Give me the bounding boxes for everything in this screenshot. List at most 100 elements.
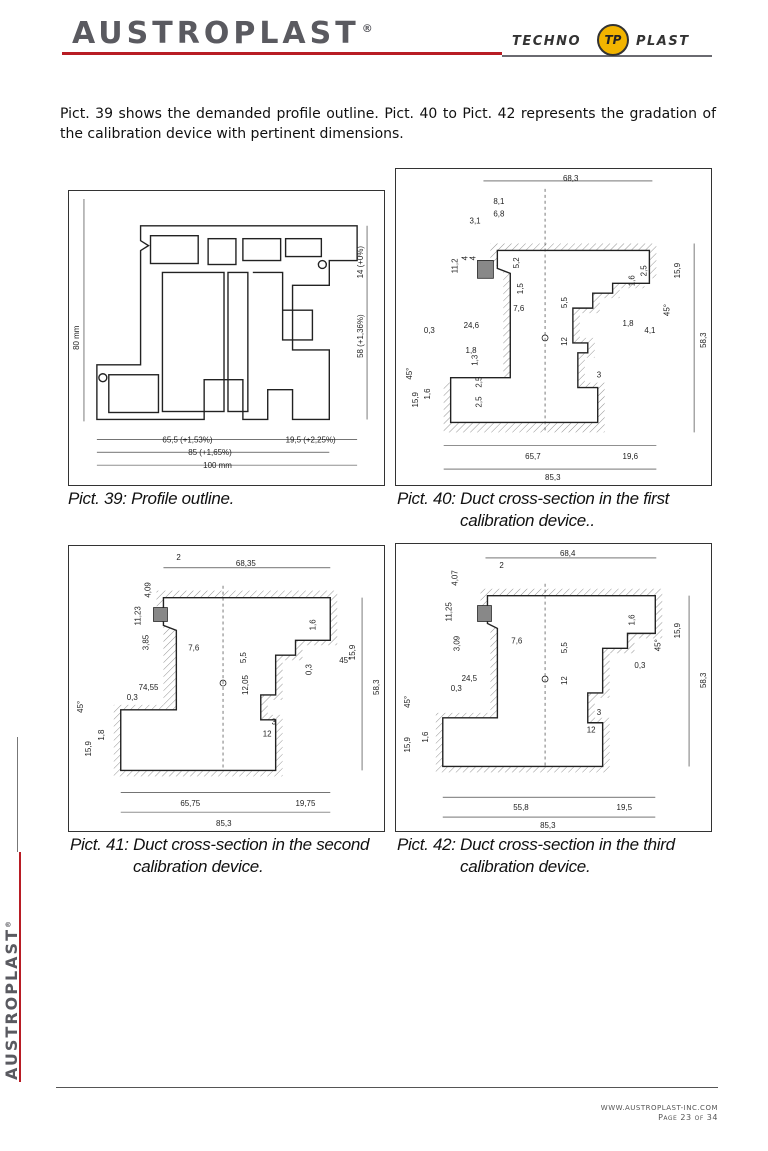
dim-label: 4	[468, 255, 477, 260]
dim-label: 19,5	[617, 803, 633, 812]
caption-line-2: calibration device..	[460, 511, 595, 530]
footer-divider	[56, 1087, 718, 1088]
footer-website: WWW.AUSTROPLAST-INC.COM	[600, 1104, 718, 1112]
dim-label: 1,8	[466, 346, 478, 355]
technoplast-logo-right: PLAST	[636, 34, 690, 49]
caption-figure-39: Pict. 39: Profile outline.	[68, 489, 235, 508]
dim-label: 45°	[403, 696, 412, 708]
dim-label: 85 (+1,65%)	[188, 448, 232, 457]
dim-label: 6,8	[493, 210, 505, 219]
dim-label: 45°	[653, 639, 662, 651]
dim-label: 12	[560, 336, 569, 345]
dim-label: 7,6	[513, 304, 525, 313]
dim-label: 5,2	[512, 257, 521, 269]
dim-label: 2,5	[639, 265, 648, 277]
dim-label: 1,6	[421, 731, 430, 743]
dim-label: 2	[176, 553, 181, 562]
dim-label: 58,3	[699, 672, 708, 688]
tp-badge-icon: TP	[597, 24, 629, 56]
dim-label: 3,1	[470, 217, 482, 226]
dim-label: 85,3	[540, 821, 556, 830]
caption-figure-41: Pict. 41: Duct cross-section in the seco…	[70, 834, 370, 878]
dim-label: 65,5 (+1,53%)	[162, 435, 212, 444]
dim-label: 5,5	[239, 652, 248, 664]
dim-label: 1,3	[470, 354, 479, 366]
dim-label: 24,5	[462, 674, 478, 683]
dim-label: 3,85	[142, 634, 151, 650]
dim-label: 2,5	[474, 396, 483, 408]
dim-label: 0,3	[634, 661, 646, 670]
profile-outline-drawing: 80 mm 14 (+0%) 58 (+1,36%) 65,5 (+1,53%)…	[72, 198, 368, 470]
dim-label: 100 mm	[203, 461, 232, 470]
dim-label: 4,09	[144, 582, 153, 598]
dim-label: 45°	[339, 656, 351, 665]
dim-label: 8,1	[493, 197, 505, 206]
dim-label: 15,9	[673, 262, 682, 278]
dim-label: 11,2	[451, 258, 460, 273]
dim-label: 1,5	[516, 283, 525, 295]
dim-label: 74,55	[139, 683, 159, 692]
caption-figure-42: Pict. 42: Duct cross-section in the thir…	[397, 834, 675, 878]
dim-label: 0,3	[304, 663, 313, 675]
dim-label: 11,23	[134, 606, 143, 626]
dim-label: 24,6	[464, 321, 480, 330]
side-austroplast-logo: AUSTROPLAST®	[2, 921, 21, 1080]
side-divider-gray	[17, 737, 18, 852]
dim-label: 15,9	[673, 622, 682, 638]
dim-label: 3	[597, 708, 602, 717]
dim-label: 4,1	[644, 326, 656, 335]
dim-label: 1,6	[308, 619, 317, 631]
first-calibration-drawing: 68,3 8,1 6,8 3,1 11,2 4 4 5,2 1,5 7,6 24…	[405, 174, 708, 482]
dim-label: 80 mm	[72, 325, 81, 350]
caption-figure-40: Pict. 40: Duct cross-section in the firs…	[397, 488, 669, 532]
logo-text: AUSTROPLAST	[72, 16, 360, 51]
caption-line-1: Pict. 41: Duct cross-section in the seco…	[70, 835, 370, 854]
side-logo-text: AUSTROPLAST	[2, 928, 21, 1080]
dim-label: 12,05	[241, 675, 250, 695]
dim-label: 4	[461, 255, 470, 260]
caption-line-2: calibration device.	[133, 857, 264, 876]
dim-label: 65,7	[525, 452, 541, 461]
dim-label: 45°	[662, 304, 671, 316]
dim-label: 58,3	[372, 679, 381, 695]
registered-mark: ®	[361, 22, 373, 35]
dim-label: 58,3	[699, 332, 708, 348]
austroplast-logo: AUSTROPLAST®	[72, 16, 373, 51]
dim-label: 0,3	[127, 693, 139, 702]
intro-paragraph: Pict. 39 shows the demanded profile outl…	[60, 106, 716, 142]
dim-label: 12	[263, 730, 272, 739]
dim-label: 19,75	[296, 799, 316, 808]
dim-label: 3	[597, 371, 602, 380]
dim-label: 55,8	[513, 803, 529, 812]
dim-label: 85,3	[216, 819, 232, 828]
dim-label: 68,4	[560, 549, 576, 558]
technoplast-logo-left: TECHNO	[512, 34, 582, 49]
dim-label: 0,3	[451, 684, 463, 693]
dim-label: 11,25	[445, 602, 454, 622]
dim-label: 45°	[405, 368, 414, 380]
dim-label: 5,5	[560, 642, 569, 654]
caption-line-2: calibration device.	[460, 857, 591, 876]
dim-label: 3	[272, 718, 277, 727]
dim-label: 1,6	[627, 275, 636, 287]
dim-label: 2	[499, 561, 504, 570]
dim-label: 85,3	[545, 473, 561, 482]
dim-label: 12	[587, 726, 596, 735]
second-calibration-drawing: 68,35 2 4,09 11,23 3,85 7,6 74,55 0,3 45…	[76, 553, 381, 828]
dim-label: 12	[560, 676, 569, 685]
page-header: AUSTROPLAST® TECHNO TP PLAST	[0, 0, 768, 70]
dim-label: 58 (+1,36%)	[356, 314, 365, 358]
dim-label: 7,6	[511, 636, 523, 645]
figure-39-profile-outline: 80 mm 14 (+0%) 58 (+1,36%) 65,5 (+1,53%)…	[68, 190, 385, 486]
dim-label: 1,8	[97, 729, 106, 741]
figure-40-first-calibration: 68,3 8,1 6,8 3,1 11,2 4 4 5,2 1,5 7,6 24…	[395, 168, 712, 486]
caption-line-1: Pict. 40: Duct cross-section in the firs…	[397, 489, 670, 508]
dim-label: 68,35	[236, 559, 256, 568]
dim-label: 2,5	[474, 376, 483, 388]
footer-page-number: Page 23 of 34	[658, 1113, 718, 1122]
header-divider-gray	[502, 55, 712, 57]
figure-41-second-calibration: 68,35 2 4,09 11,23 3,85 7,6 74,55 0,3 45…	[68, 545, 385, 832]
third-calibration-drawing: 68,4 2 4,07 11,25 3,09 7,6 24,5 0,3 45° …	[403, 549, 708, 830]
dim-label: 65,75	[180, 799, 200, 808]
dim-label: 15,9	[411, 391, 420, 407]
